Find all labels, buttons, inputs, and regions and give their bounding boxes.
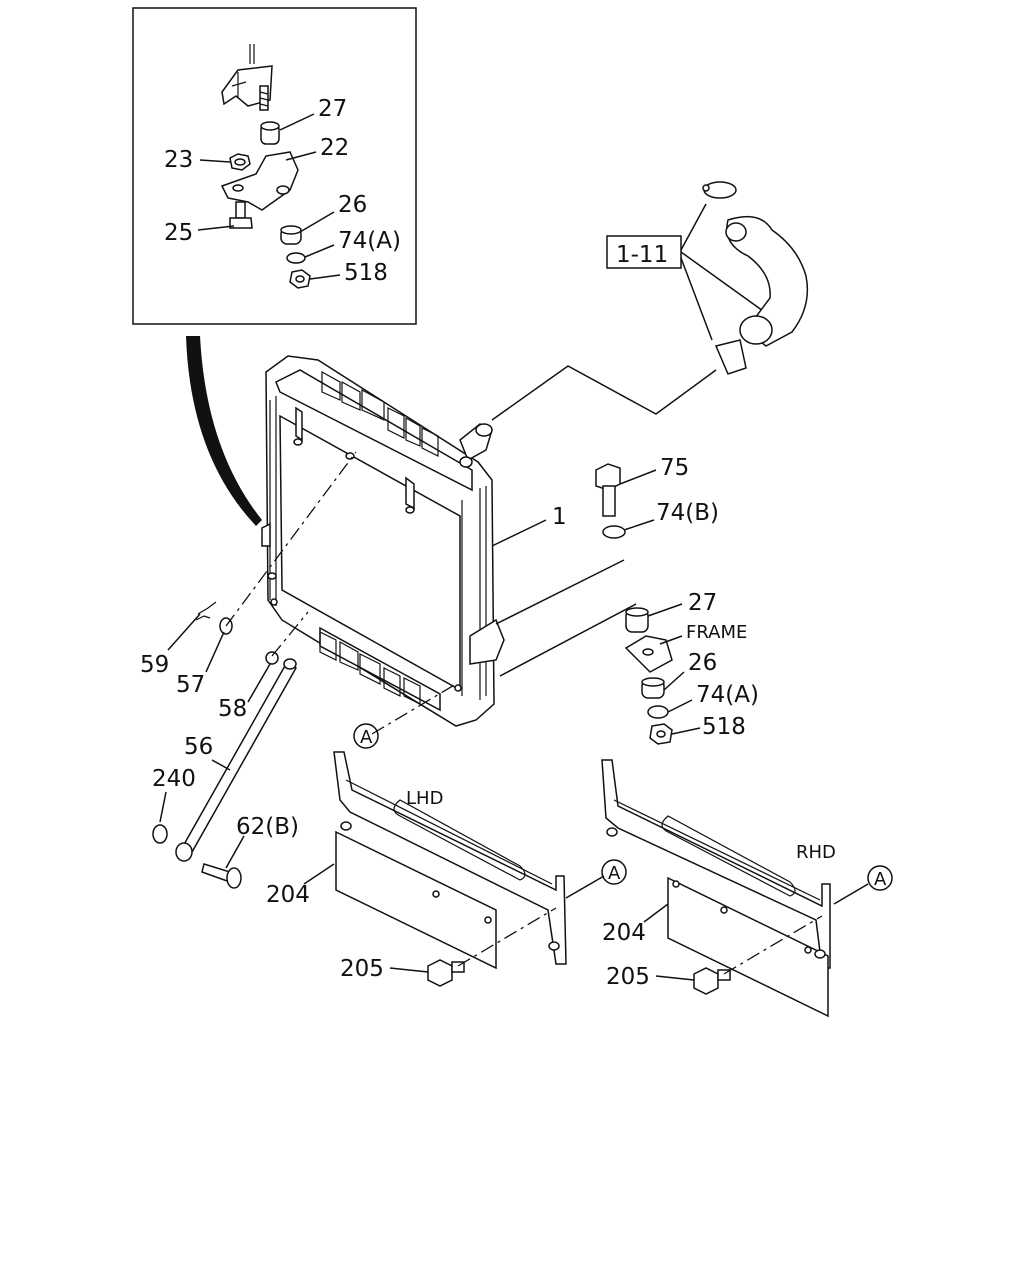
label-240: 240 xyxy=(152,766,196,792)
inset-pointer-arrow xyxy=(186,336,262,526)
rubber-cushion-27 xyxy=(625,607,649,633)
upper-hose-group: 1-11 xyxy=(491,181,809,421)
leader-518-inset xyxy=(309,274,341,280)
mount-bracket-22 xyxy=(220,151,299,211)
lhd-shroud: LHD 204 205 A xyxy=(266,751,627,987)
clip-59 xyxy=(195,601,217,621)
leader-1 xyxy=(491,519,547,547)
top-tank-fins xyxy=(321,370,439,457)
label-rhd: RHD xyxy=(796,842,836,863)
label-74b: 74(B) xyxy=(656,500,719,526)
bolt-75 xyxy=(595,463,621,517)
leader-27-inset xyxy=(279,113,315,131)
label-57: 57 xyxy=(176,672,205,698)
label-1: 1 xyxy=(552,504,567,530)
label-205-lhd: 205 xyxy=(340,956,384,982)
washer-74a-inset xyxy=(286,252,306,264)
leader-22 xyxy=(285,151,317,161)
leader-26-inset xyxy=(299,211,335,233)
bolt-62b xyxy=(201,863,242,889)
hose-clamp-bottom xyxy=(714,339,747,375)
leader-25 xyxy=(197,225,235,231)
label-62b: 62(B) xyxy=(236,814,299,840)
label-518-inset: 518 xyxy=(344,260,388,286)
ref-a-1: A xyxy=(360,727,373,748)
right-mount-stack: 75 74(B) 27 FRAME 26 74(A) 518 xyxy=(595,455,759,745)
label-59: 59 xyxy=(140,652,169,678)
bolt-205-lhd xyxy=(427,959,465,987)
label-frame: FRAME xyxy=(686,622,747,643)
stay-rod-group: 59 57 58 56 240 62(B) xyxy=(140,451,457,889)
ref-a-2: A xyxy=(608,863,621,884)
label-26: 26 xyxy=(688,650,717,676)
leader-23 xyxy=(199,159,231,163)
radiator-assembly xyxy=(261,355,637,727)
lhd-plate xyxy=(335,830,497,970)
ref-1-11: 1-11 xyxy=(616,242,668,268)
washer-74a xyxy=(647,705,669,719)
rhd-side-bracket xyxy=(601,759,831,969)
label-56: 56 xyxy=(184,734,213,760)
label-204-rhd: 204 xyxy=(602,920,646,946)
inset-frame xyxy=(132,7,417,325)
bolt-25 xyxy=(229,201,253,229)
leader-74a-inset xyxy=(304,244,335,258)
nut-518 xyxy=(649,723,673,745)
washer-240 xyxy=(152,824,168,844)
label-lhd: LHD xyxy=(406,788,443,809)
label-27: 27 xyxy=(688,590,717,616)
label-25: 25 xyxy=(164,220,193,246)
label-27-inset: 27 xyxy=(318,96,347,122)
label-518: 518 xyxy=(702,714,746,740)
ref-circle-a-1 xyxy=(353,723,379,749)
label-23: 23 xyxy=(164,147,193,173)
label-75: 75 xyxy=(660,455,689,481)
washer-58 xyxy=(265,651,279,665)
stud xyxy=(259,85,269,111)
radiator-top-tank xyxy=(275,369,473,492)
rhd-shroud: RHD 204 205 A xyxy=(601,759,893,1018)
upper-hose xyxy=(726,215,809,347)
ref-circle-a-3 xyxy=(867,865,893,891)
label-74a: 74(A) xyxy=(696,682,759,708)
lhd-side-bracket xyxy=(333,751,567,965)
label-58: 58 xyxy=(218,696,247,722)
washer-74b xyxy=(602,525,626,539)
ref-a-3: A xyxy=(874,869,887,890)
rubber-cushion-26 xyxy=(641,677,665,699)
label-74a-inset: 74(A) xyxy=(338,228,401,254)
rubber-cushion-26-inset xyxy=(280,225,302,245)
rhd-plate xyxy=(667,876,829,1018)
rubber-cushion-27-inset xyxy=(260,121,280,145)
label-204-lhd: 204 xyxy=(266,882,310,908)
bolt-205-rhd xyxy=(693,967,731,995)
label-205-rhd: 205 xyxy=(606,964,650,990)
radiator-side-bracket xyxy=(469,618,505,665)
nut-23 xyxy=(229,153,251,171)
label-22: 22 xyxy=(320,135,349,161)
ref-circle-a-2 xyxy=(601,859,627,885)
hose-leader xyxy=(491,365,717,421)
inset-detail: 27 22 23 26 25 74(A) 518 xyxy=(132,7,417,325)
nut-518-inset xyxy=(289,269,311,289)
label-26-inset: 26 xyxy=(338,192,367,218)
